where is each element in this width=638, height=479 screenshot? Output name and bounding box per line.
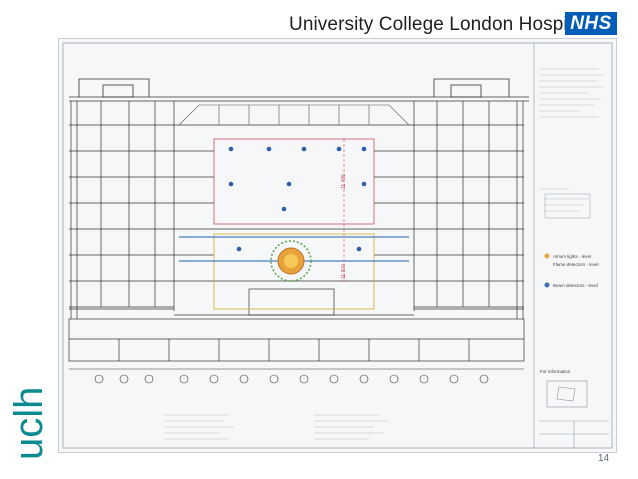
header-title: University College London Hospitals (289, 14, 598, 35)
for-information-label: For information (540, 369, 571, 374)
legend-atrium-light-marker (544, 253, 550, 259)
legend-item-atrium-lights: Atrium lights - level (553, 254, 591, 259)
legend-beam-detector-marker (544, 282, 550, 288)
drawing-svg: Atrium lights - level Flame detectors - … (62, 42, 613, 449)
architectural-section-drawing: Atrium lights - level Flame detectors - … (58, 38, 617, 453)
legend-item-flame-detectors: Flame detectors - level (553, 262, 599, 267)
page-number: 14 (598, 453, 610, 464)
svg-text:11.500: 11.500 (341, 264, 347, 279)
nhs-logo: NHS (565, 12, 617, 35)
svg-text:11.495: 11.495 (341, 174, 347, 189)
uclh-logo-text: uclh (8, 387, 51, 460)
legend-item-beam-detectors: Beam detectors - level (553, 283, 598, 288)
uclh-logo: uclh (8, 387, 51, 460)
flame-detector-pattern (270, 240, 312, 282)
